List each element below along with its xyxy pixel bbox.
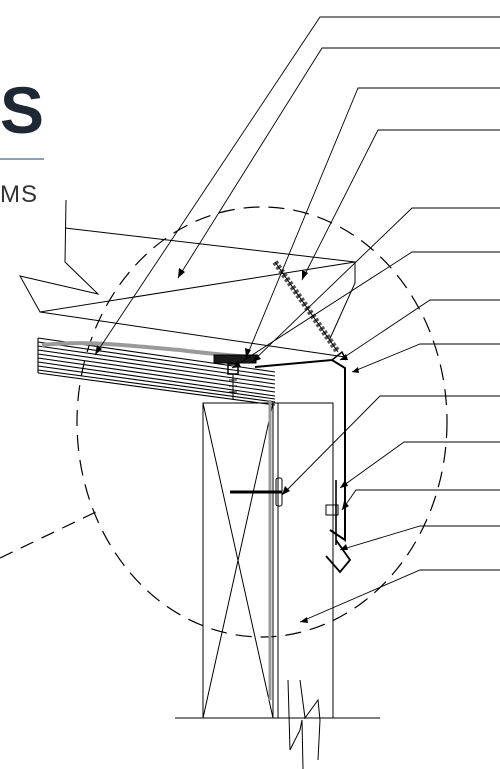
callout-arrowheads [95, 268, 359, 623]
callout-leader-7 [339, 299, 500, 361]
clip-nail [325, 504, 339, 516]
detail-leader-line [0, 509, 101, 559]
callout-leader-6 [231, 251, 500, 369]
callout-leader-10 [339, 441, 500, 489]
brand-subtitle: MS [0, 181, 38, 208]
callout-leader-4 [301, 129, 500, 281]
callout-leader-12 [339, 525, 500, 551]
drip-edge-hook [325, 539, 352, 574]
brand-divider [0, 158, 44, 160]
roof-deck-edge [39, 311, 346, 358]
callout-leader-8 [351, 343, 500, 373]
brand-logo-letter: S [0, 73, 45, 147]
metal-flashing [254, 358, 346, 542]
roof-rafter-top-edge [64, 227, 356, 263]
callout-leaders [94, 16, 500, 623]
callout-leader-2 [177, 47, 500, 279]
wall-framing [202, 402, 334, 719]
helical-coil [272, 260, 341, 354]
callout-leader-3 [245, 87, 500, 359]
callout-leader-9 [281, 395, 500, 496]
callout-leader-5 [251, 207, 500, 363]
callout-leader-1 [94, 16, 500, 356]
callout-leader-13 [299, 569, 500, 623]
roof-rafter-outline [19, 199, 356, 344]
callout-leader-11 [341, 489, 500, 511]
break-symbol [287, 679, 321, 769]
detail-circle [76, 206, 448, 638]
panel-fastener [227, 363, 239, 400]
wall-screw [230, 477, 283, 507]
